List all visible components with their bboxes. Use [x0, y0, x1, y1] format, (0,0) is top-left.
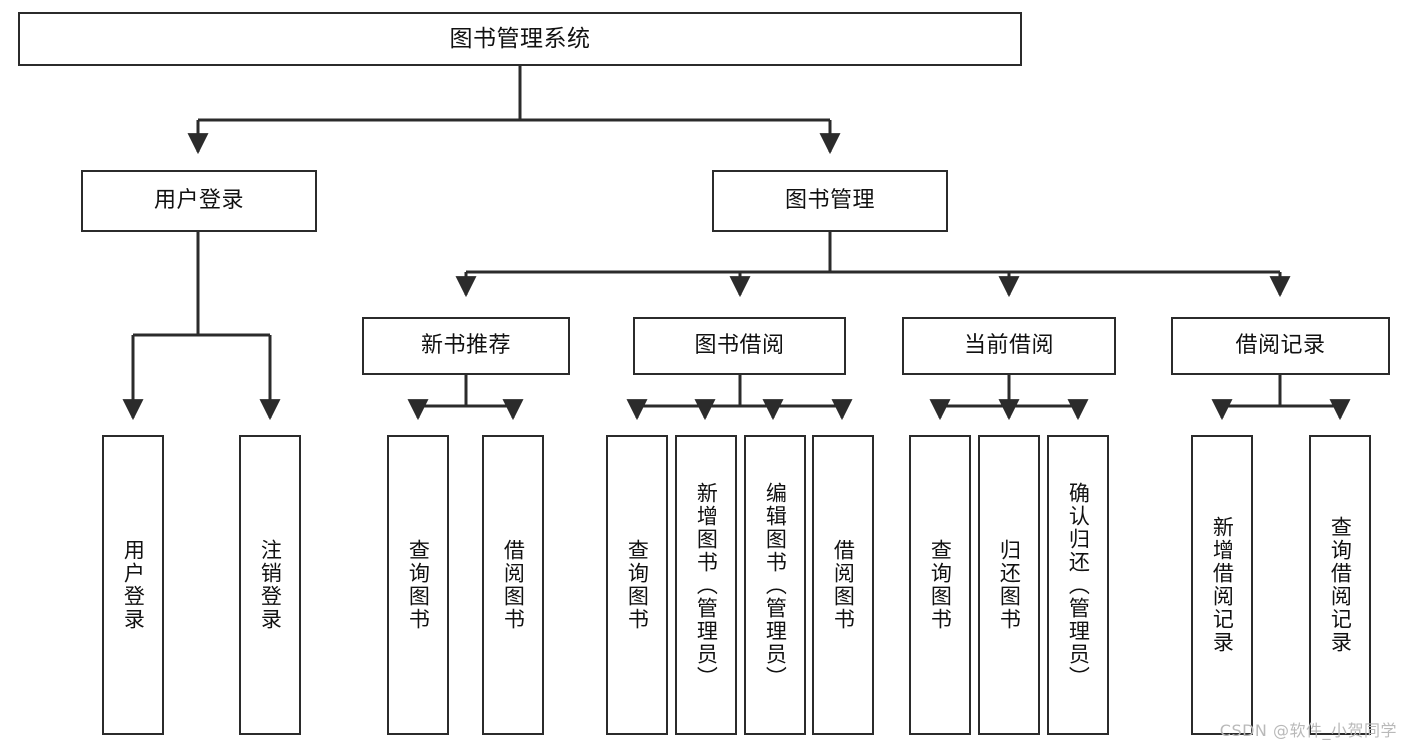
leaf-add-book[interactable]: 新增图书（管理员） — [675, 435, 737, 735]
leaf-edit-book[interactable]: 编辑图书（管理员） — [744, 435, 806, 735]
node-current-borrow-label: 当前借阅 — [963, 333, 1054, 359]
node-user-login[interactable]: 用户登录 — [81, 170, 317, 232]
leaf-query-record[interactable]: 查询借阅记录 — [1309, 435, 1371, 735]
leaf-borrow-book-1[interactable]: 借阅图书 — [482, 435, 544, 735]
leaf-borrow-book-2[interactable]: 借阅图书 — [812, 435, 874, 735]
leaf-query-record-label: 查询借阅记录 — [1328, 516, 1353, 654]
node-root[interactable]: 图书管理系统 — [18, 12, 1022, 66]
leaf-return-book-label: 归还图书 — [997, 539, 1022, 631]
node-current-borrow[interactable]: 当前借阅 — [902, 317, 1116, 375]
node-book-borrow-label: 图书借阅 — [694, 333, 785, 359]
leaf-user-login[interactable]: 用户登录 — [102, 435, 164, 735]
node-book-manage-label: 图书管理 — [784, 188, 875, 214]
node-user-login-label: 用户登录 — [153, 188, 244, 214]
leaf-add-record[interactable]: 新增借阅记录 — [1191, 435, 1253, 735]
leaf-user-logout[interactable]: 注销登录 — [239, 435, 301, 735]
leaf-borrow-book-2-label: 借阅图书 — [831, 539, 856, 631]
leaf-query-book-1-label: 查询图书 — [406, 539, 431, 631]
leaf-query-book-3-label: 查询图书 — [928, 539, 953, 631]
leaf-return-book[interactable]: 归还图书 — [978, 435, 1040, 735]
leaf-confirm-return[interactable]: 确认归还（管理员） — [1047, 435, 1109, 735]
node-new-book-recommend-label: 新书推荐 — [420, 333, 511, 359]
leaf-confirm-return-label: 确认归还（管理员） — [1066, 481, 1091, 689]
leaf-edit-book-label: 编辑图书（管理员） — [763, 481, 788, 689]
csdn-watermark: CSDN @软件_小贺同学 — [1219, 721, 1397, 740]
leaf-borrow-book-1-label: 借阅图书 — [501, 539, 526, 631]
node-borrow-record[interactable]: 借阅记录 — [1171, 317, 1390, 375]
leaf-add-record-label: 新增借阅记录 — [1210, 516, 1235, 654]
leaf-user-login-label: 用户登录 — [121, 539, 146, 631]
node-new-book-recommend[interactable]: 新书推荐 — [362, 317, 570, 375]
leaf-user-logout-label: 注销登录 — [258, 539, 283, 631]
node-root-label: 图书管理系统 — [449, 25, 591, 52]
leaf-add-book-label: 新增图书（管理员） — [694, 481, 719, 689]
leaf-query-book-3[interactable]: 查询图书 — [909, 435, 971, 735]
leaf-query-book-2-label: 查询图书 — [625, 539, 650, 631]
node-book-borrow[interactable]: 图书借阅 — [633, 317, 846, 375]
node-book-manage[interactable]: 图书管理 — [712, 170, 948, 232]
leaf-query-book-1[interactable]: 查询图书 — [387, 435, 449, 735]
node-borrow-record-label: 借阅记录 — [1235, 333, 1326, 359]
leaf-query-book-2[interactable]: 查询图书 — [606, 435, 668, 735]
